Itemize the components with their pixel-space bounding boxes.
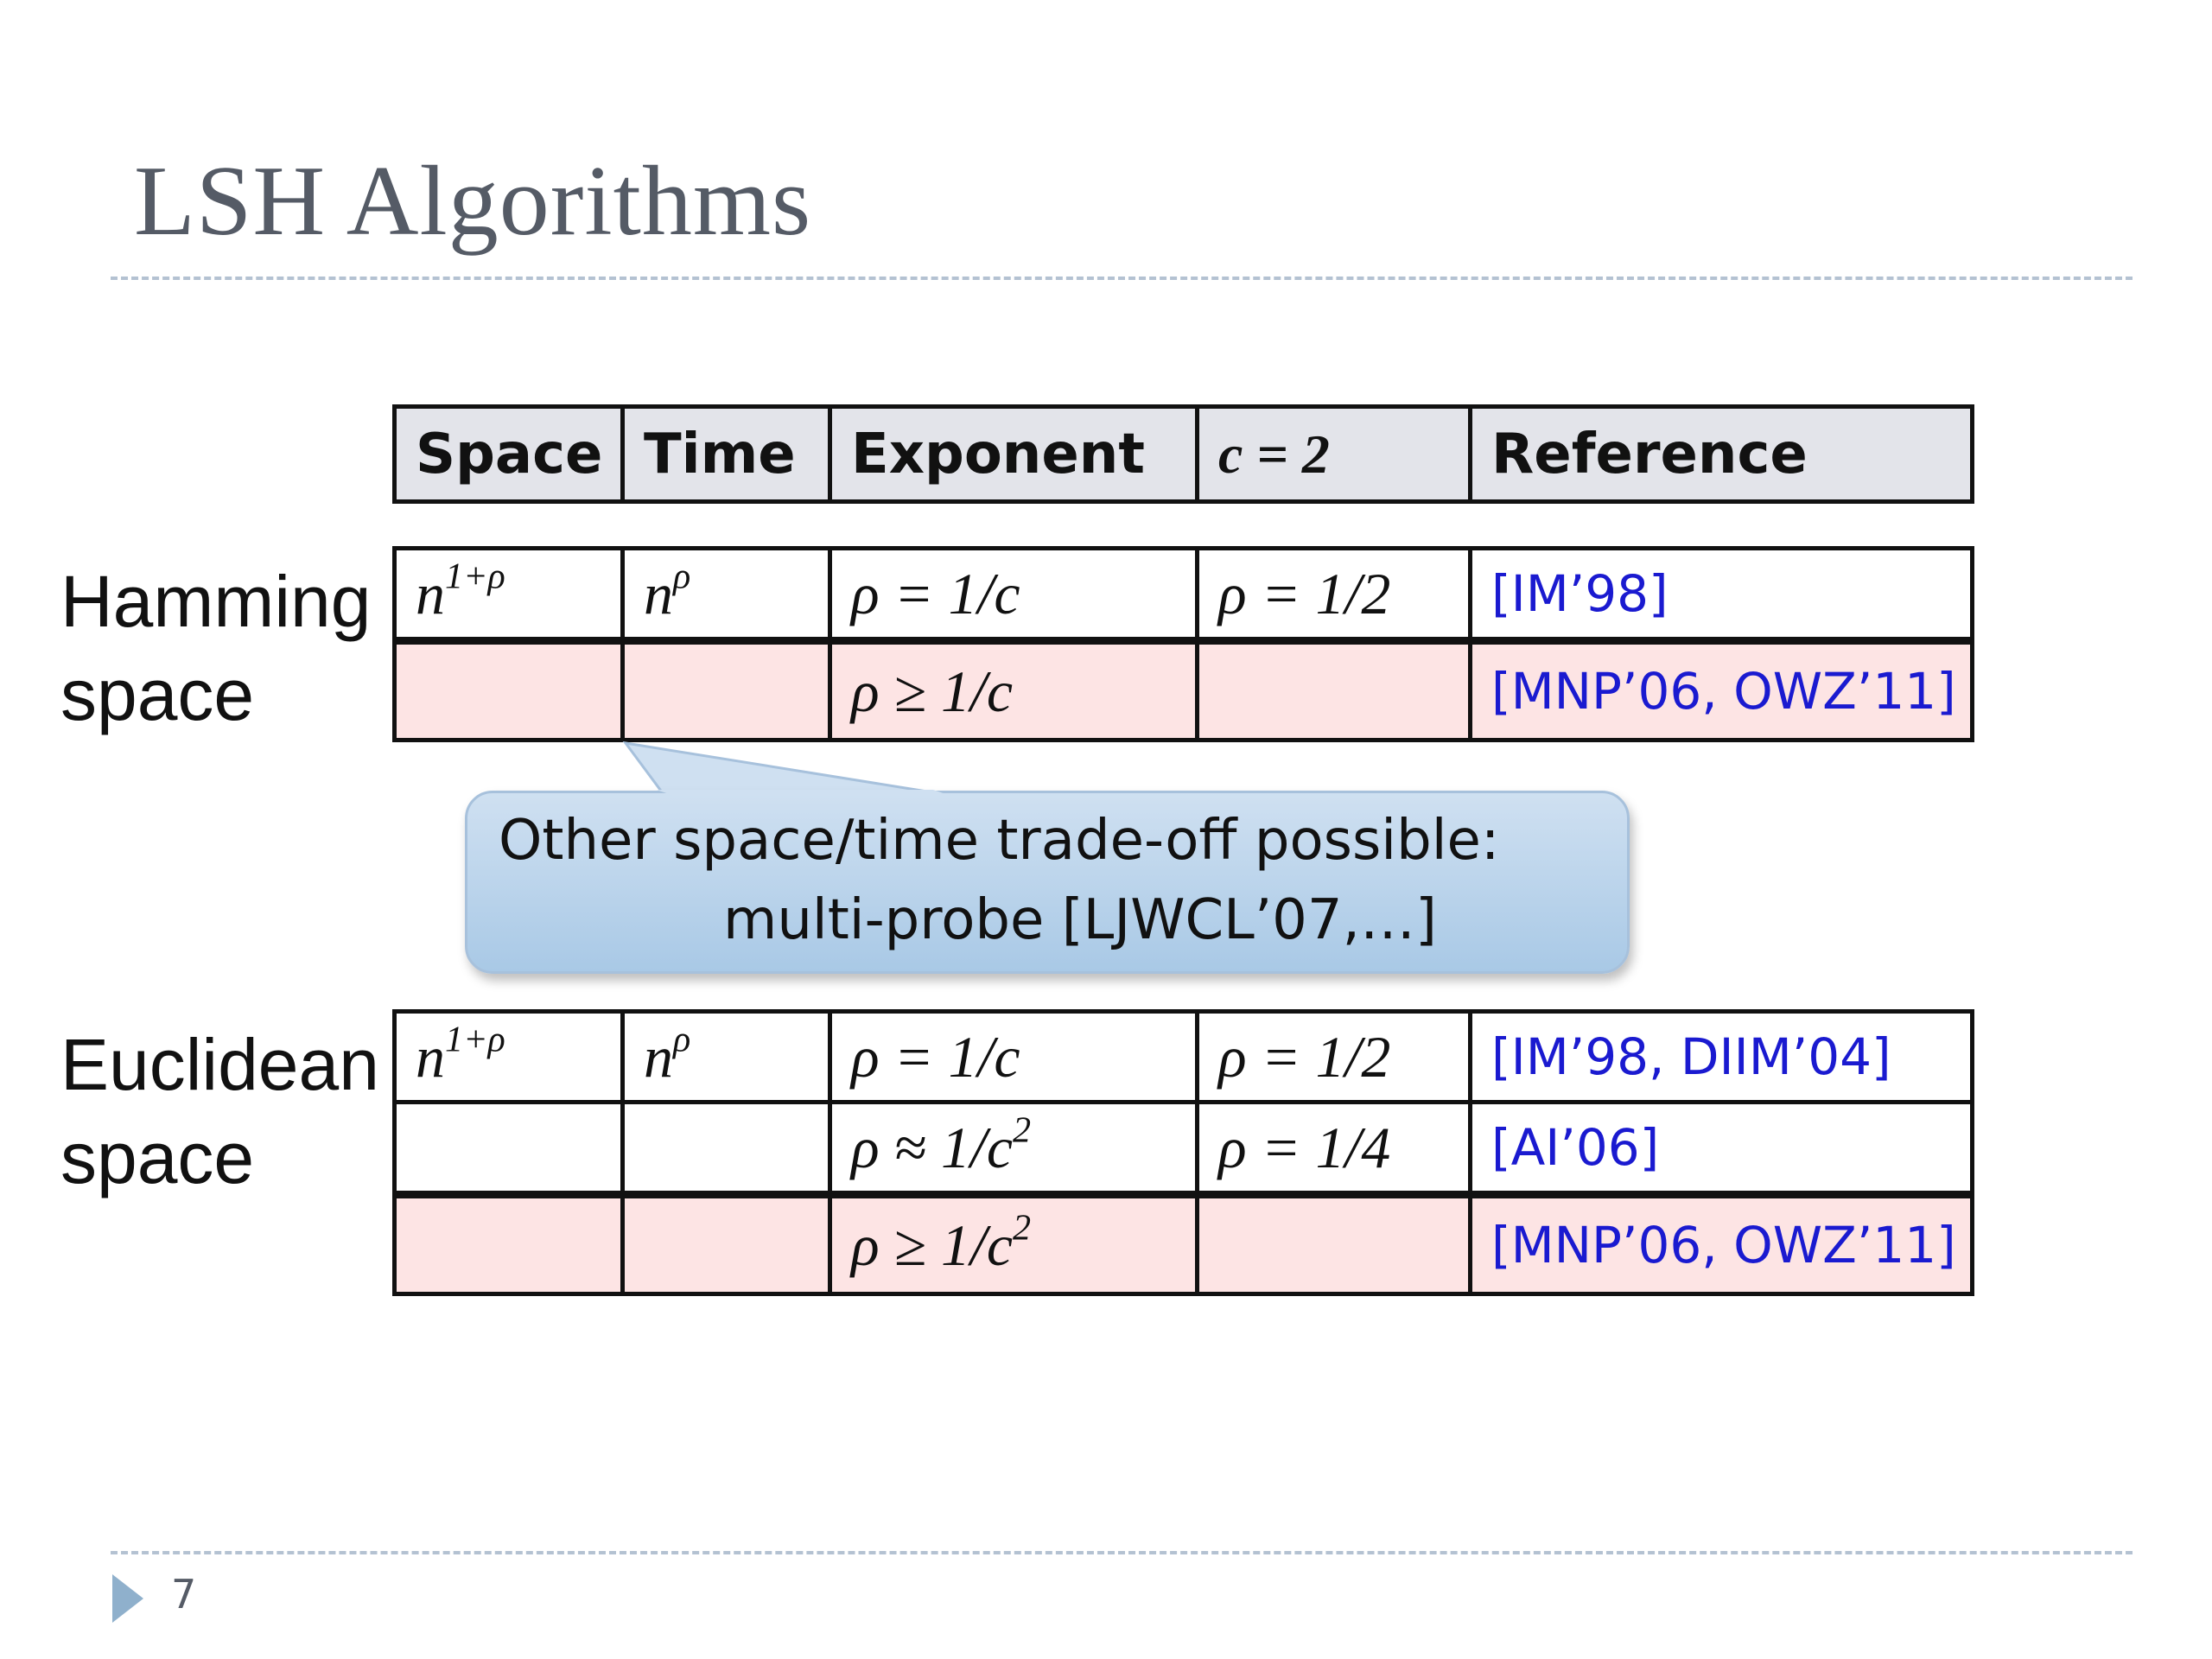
header-row: Space Time Exponent c = 2 Reference	[392, 404, 1974, 504]
header-time: Time	[620, 404, 832, 504]
space-cell	[392, 1191, 625, 1296]
space-cell	[392, 1100, 625, 1197]
exponent-cell: ρ ≥ 1/c	[828, 637, 1199, 742]
header-exponent: Exponent	[828, 404, 1199, 504]
table-row: ρ ≥ 1/c [MNP’06, OWZ’11]	[392, 637, 1974, 742]
space-cell: n1+ρ	[392, 1009, 625, 1104]
exponent-cell: ρ ≥ 1/c2	[828, 1191, 1199, 1296]
c2-cell: ρ = 1/4	[1195, 1100, 1472, 1197]
table-row: ρ ≈ 1/c2 ρ = 1/4 [AI’06]	[392, 1100, 1974, 1197]
header-table: Space Time Exponent c = 2 Reference	[392, 404, 1974, 504]
hamming-table: n1+ρ nρ ρ = 1/c ρ = 1/2 [IM’98] ρ ≥ 1/c …	[392, 546, 1974, 742]
space-cell: n1+ρ	[392, 546, 625, 643]
exponent-cell: ρ = 1/c	[828, 1009, 1199, 1104]
time-cell: nρ	[620, 546, 832, 643]
c2-cell	[1195, 1191, 1472, 1296]
time-cell	[620, 637, 832, 742]
header-space: Space	[392, 404, 625, 504]
reference-link[interactable]: [IM’98]	[1468, 546, 1974, 643]
callout-line-2: multi-probe [LJWCL’07,…]	[723, 888, 1437, 952]
header-c2: c = 2	[1195, 404, 1472, 504]
time-cell	[620, 1191, 832, 1296]
euclidean-label: Euclidean space	[60, 1024, 379, 1198]
footer-divider	[111, 1551, 2133, 1554]
exponent-cell: ρ ≈ 1/c2	[828, 1100, 1199, 1197]
reference-link[interactable]: [IM’98, DIIM’04]	[1468, 1009, 1974, 1104]
table-row: n1+ρ nρ ρ = 1/c ρ = 1/2 [IM’98]	[392, 546, 1974, 643]
exponent-cell: ρ = 1/c	[828, 546, 1199, 643]
time-cell: nρ	[620, 1009, 832, 1104]
slide-title: LSH Algorithms	[134, 146, 812, 257]
c2-cell: ρ = 1/2	[1195, 1009, 1472, 1104]
reference-link[interactable]: [MNP’06, OWZ’11]	[1468, 1191, 1974, 1296]
c2-cell	[1195, 637, 1472, 742]
table-row: ρ ≥ 1/c2 [MNP’06, OWZ’11]	[392, 1191, 1974, 1296]
callout-line-1: Other space/time trade-off possible:	[499, 809, 1500, 873]
tradeoff-callout: Other space/time trade-off possible: mul…	[465, 791, 1630, 974]
header-reference: Reference	[1468, 404, 1974, 504]
hamming-label: Hamming space	[60, 561, 372, 735]
time-cell	[620, 1100, 832, 1197]
table-row: n1+ρ nρ ρ = 1/c ρ = 1/2 [IM’98, DIIM’04]	[392, 1009, 1974, 1104]
title-divider	[111, 276, 2133, 280]
euclidean-table: n1+ρ nρ ρ = 1/c ρ = 1/2 [IM’98, DIIM’04]…	[392, 1009, 1974, 1296]
reference-link[interactable]: [MNP’06, OWZ’11]	[1468, 637, 1974, 742]
page-number: 7	[171, 1571, 197, 1618]
c2-cell: ρ = 1/2	[1195, 546, 1472, 643]
reference-link[interactable]: [AI’06]	[1468, 1100, 1974, 1197]
triangle-bullet-icon	[112, 1574, 143, 1623]
space-cell	[392, 637, 625, 742]
